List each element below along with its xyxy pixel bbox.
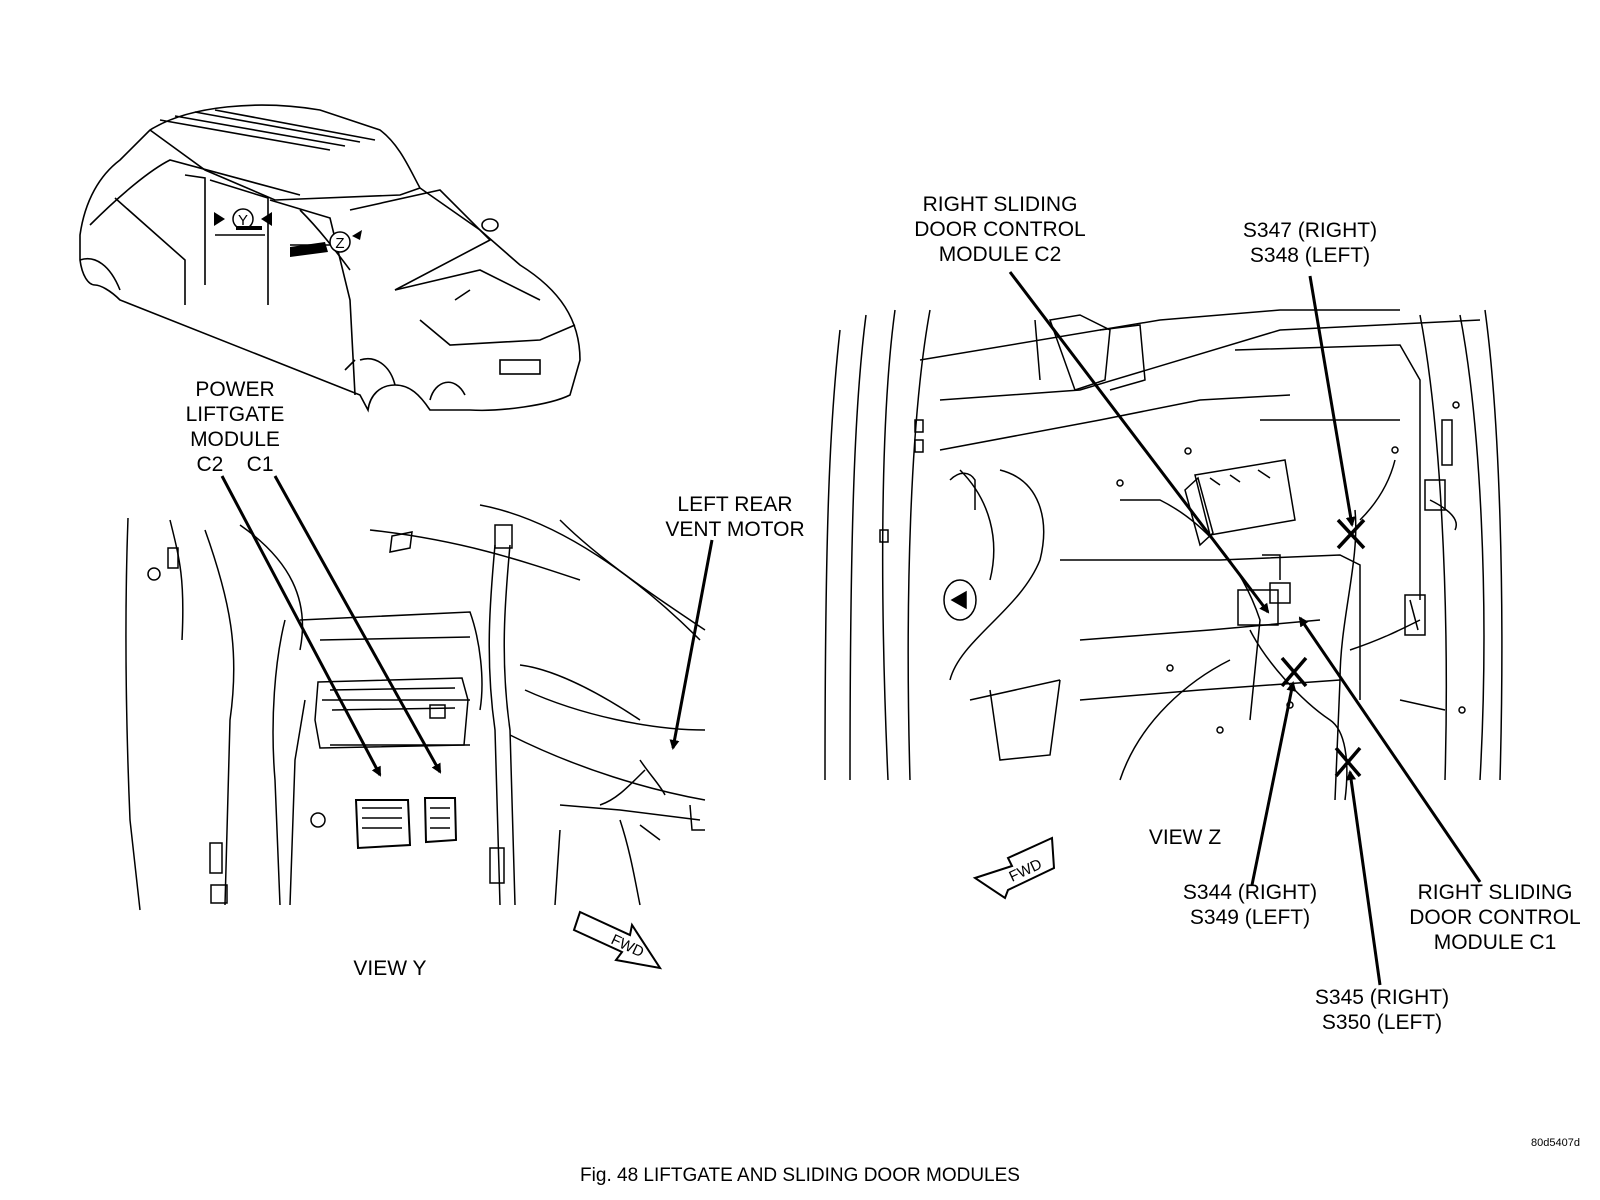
view-y-marker [214, 208, 272, 230]
view-z-splice-marks [1280, 518, 1366, 778]
label-line: DOOR CONTROL [1409, 906, 1581, 929]
view-z-leader-lines [1008, 271, 1482, 986]
label-s345-s350: S345 (RIGHT) S350 (LEFT) [1302, 985, 1462, 1035]
label-line: MODULE C1 [1433, 931, 1557, 954]
figure-caption: Fig. 48 LIFTGATE AND SLIDING DOOR MODULE… [580, 1165, 1020, 1186]
view-z-illustration [824, 309, 1503, 801]
view-y-illustration [125, 504, 706, 911]
label-line: S350 (LEFT) [1321, 1011, 1443, 1034]
view-y-fwd-arrow: FWD [572, 910, 663, 970]
label-line: RIGHT SLIDING [1417, 881, 1573, 904]
label-line: S347 (RIGHT) [1242, 219, 1378, 242]
figure-code: 80d5407d [1531, 1137, 1580, 1149]
label-line: S345 (RIGHT) [1314, 986, 1450, 1009]
label-line: S349 (LEFT) [1189, 906, 1311, 929]
view-y-title: VIEW Y [353, 957, 427, 980]
vehicle-illustration [79, 104, 581, 413]
view-z-fwd-arrow: FWD [972, 836, 1056, 900]
label-rsdcm-c2: RIGHT SLIDING DOOR CONTROL MODULE C2 [905, 192, 1095, 267]
view-z-title: VIEW Z [1148, 826, 1222, 849]
label-line: POWER [195, 378, 275, 401]
label-rsdcm-c1: RIGHT SLIDING DOOR CONTROL MODULE C1 [1400, 880, 1590, 955]
label-line: RIGHT SLIDING [922, 193, 1078, 216]
view-y-leader-lines [220, 475, 714, 777]
label-line: S344 (RIGHT) [1182, 881, 1318, 904]
label-line: MODULE C2 [938, 243, 1062, 266]
label-line: LEFT REAR [677, 493, 793, 516]
view-y-marker-letter: Y [238, 212, 248, 229]
label-line: DOOR CONTROL [914, 218, 1086, 241]
label-left-rear-vent-motor: LEFT REAR VENT MOTOR [665, 492, 805, 542]
label-s344-s349: S344 (RIGHT) S349 (LEFT) [1170, 880, 1330, 930]
view-z-marker-letter: Z [335, 235, 344, 252]
label-s347-s348: S347 (RIGHT) S348 (LEFT) [1230, 218, 1390, 268]
label-power-liftgate-module: POWER LIFTGATE MODULE C2 C1 [180, 377, 290, 477]
label-line: S348 (LEFT) [1249, 244, 1371, 267]
label-line: VENT MOTOR [665, 518, 805, 541]
label-line: LIFTGATE [185, 403, 285, 426]
label-line: C2 C1 [196, 453, 274, 476]
view-z-marker [290, 230, 362, 257]
label-line: MODULE [190, 428, 280, 451]
